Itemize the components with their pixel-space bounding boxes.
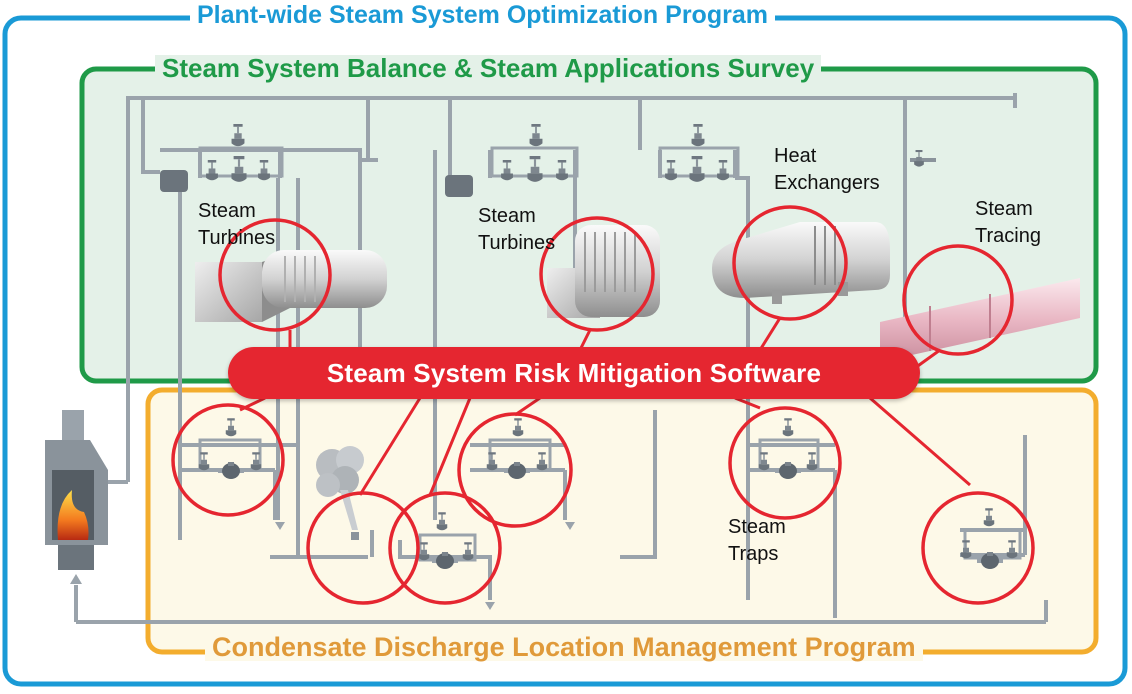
highlight-tracing	[902, 244, 1014, 356]
highlight-trap-5	[921, 491, 1035, 605]
trap-station-3	[486, 418, 552, 479]
steam-turbines-2-label: Steam Turbines	[478, 205, 556, 254]
highlight-circles	[171, 205, 1035, 605]
condensate-area	[145, 387, 1099, 655]
valve-station-3	[658, 124, 740, 182]
trap-station-2	[418, 512, 477, 569]
highlight-turbine-2	[539, 216, 655, 332]
highlight-heat-exchanger	[732, 205, 848, 321]
steam-turbine-1-icon	[195, 250, 387, 322]
small-valve-icon	[910, 150, 936, 167]
outer-program-title: Plant-wide Steam System Optimization Pro…	[190, 3, 775, 28]
survey-title: Steam System Balance & Steam Application…	[155, 55, 822, 81]
heat-exchanger-icon	[712, 222, 890, 304]
highlight-trap-2	[388, 491, 502, 605]
highlight-vent	[306, 491, 420, 605]
steam-traps-label: Steam Traps	[728, 516, 786, 565]
valve-station-2	[445, 124, 579, 197]
highlight-trap-3	[457, 412, 573, 528]
steam-turbine-2-icon	[547, 225, 660, 318]
trap-station-1	[198, 418, 262, 479]
valve-station-1	[160, 124, 284, 192]
highlight-trap-4	[728, 406, 842, 520]
connector-lines	[239, 317, 971, 496]
steam-tracing-icon	[880, 278, 1080, 362]
steam-tracing-label: Steam Tracing	[975, 198, 1041, 247]
trap-station-5	[960, 508, 1022, 569]
risk-mitigation-software-banner: Steam System Risk Mitigation Software	[228, 347, 920, 399]
highlight-turbine-1	[218, 218, 332, 332]
boiler-icon	[45, 410, 108, 570]
heat-exchangers-label: Heat Exchangers	[774, 145, 880, 194]
trap-station-4	[758, 418, 820, 479]
steam-turbines-1-label: Steam Turbines	[198, 200, 276, 249]
steam-vent-cloud-icon	[316, 446, 364, 540]
condensate-program-title: Condensate Discharge Location Management…	[205, 634, 923, 661]
highlight-trap-1	[171, 403, 285, 517]
flow-arrows	[70, 522, 575, 610]
